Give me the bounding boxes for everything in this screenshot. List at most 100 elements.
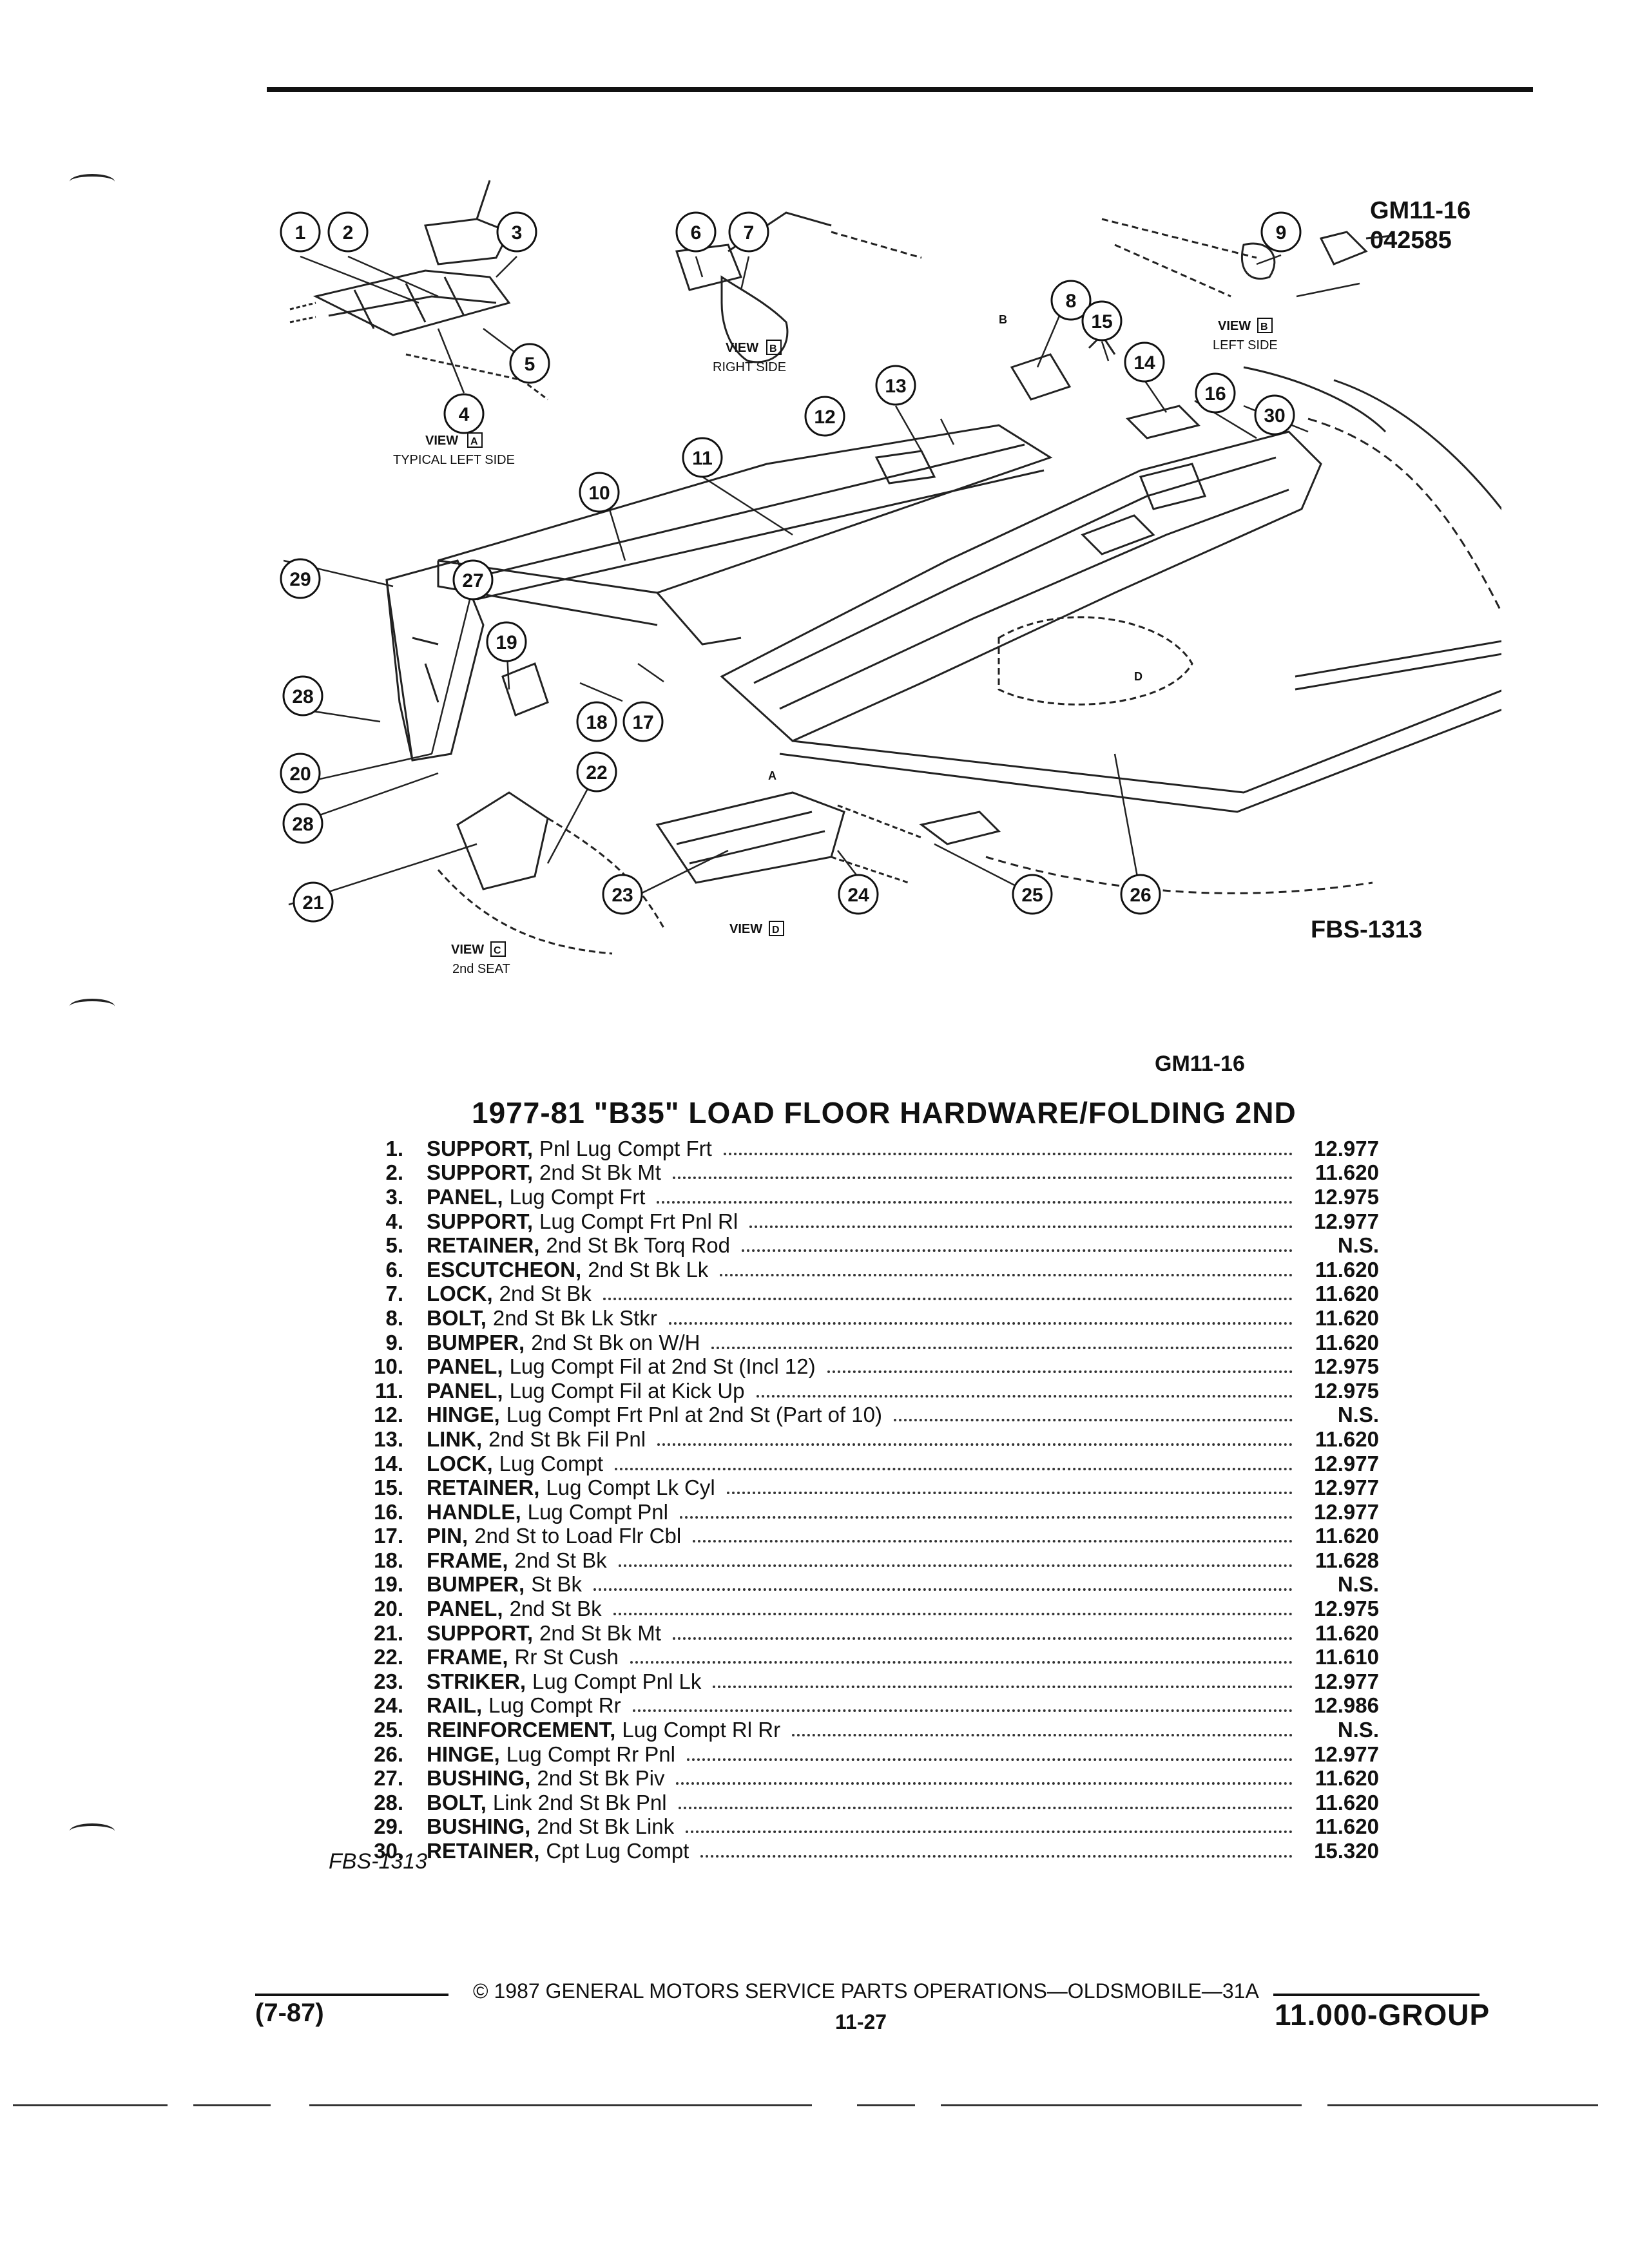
item-description: 2nd St Bk on W/H	[531, 1330, 700, 1354]
footer-date-code: (7-87)	[255, 1999, 324, 2027]
leader-dots	[693, 1540, 1293, 1543]
callout-10: 10	[588, 483, 610, 504]
callout-circles: 1 2 3 4 5 6 7 8 9 10 11 12 13 14 15 16 1…	[280, 211, 1302, 923]
view-b-left-box: B	[1260, 322, 1268, 332]
item-number: 4.	[385, 1209, 403, 1233]
leader-dots	[657, 1200, 1293, 1204]
item-number: 26.	[374, 1742, 403, 1766]
callout-24: 24	[847, 885, 869, 906]
view-b-right-label: VIEW	[726, 341, 758, 355]
item-name: FRAME,	[427, 1645, 508, 1669]
callout-16: 16	[1204, 383, 1226, 405]
item-part-number: 11.628	[1315, 1548, 1379, 1572]
leader-dots	[792, 1734, 1293, 1737]
callout-13: 13	[885, 376, 906, 397]
footer-page: 11-27	[835, 2010, 887, 2033]
view-d-box: D	[772, 925, 780, 936]
item-description: Lug Compt Rr	[488, 1693, 621, 1718]
leader-dots	[613, 1613, 1293, 1616]
callout-22: 22	[586, 762, 607, 783]
view-c-box: C	[494, 945, 501, 956]
item-number: 23.	[374, 1669, 403, 1693]
view-a-box: A	[470, 436, 478, 447]
view-a-caption: TYPICAL LEFT SIDE	[393, 453, 515, 467]
item-description: 2nd St Bk	[514, 1548, 607, 1572]
callout-29: 29	[289, 569, 311, 590]
item-number: 10.	[374, 1354, 403, 1379]
view-b-left-caption: LEFT SIDE	[1213, 338, 1278, 352]
item-description: Cpt Lug Compt	[546, 1839, 689, 1863]
leader-dots	[676, 1782, 1293, 1785]
item-name: HANDLE,	[427, 1499, 521, 1524]
callout-19: 19	[496, 632, 517, 653]
item-name: LINK,	[427, 1427, 483, 1451]
item-description: 2nd St Bk Lk Stkr	[492, 1305, 657, 1330]
margin-mark	[70, 999, 115, 1014]
callout-5: 5	[525, 354, 535, 375]
leader-dots	[756, 1394, 1293, 1398]
item-name: STRIKER,	[427, 1669, 526, 1693]
leader-dots	[749, 1225, 1293, 1228]
item-part-number: N.S.	[1337, 1403, 1379, 1427]
callout-21: 21	[302, 892, 323, 914]
item-number: 13.	[374, 1427, 403, 1451]
leader-dots	[679, 1515, 1293, 1519]
callout-27: 27	[462, 570, 483, 591]
item-description: 2nd St Bk Mt	[539, 1160, 661, 1185]
item-description: 2nd St Bk Mt	[539, 1620, 661, 1645]
item-name: SUPPORT,	[427, 1620, 534, 1645]
callout-26: 26	[1130, 885, 1151, 906]
item-description: Pnl Lug Compt Frt	[539, 1136, 712, 1160]
leader-dots	[723, 1152, 1293, 1155]
callout-23: 23	[612, 885, 633, 906]
callout-4: 4	[459, 404, 470, 425]
item-name: PIN,	[427, 1524, 468, 1548]
leader-dots	[657, 1443, 1293, 1446]
item-name: RAIL,	[427, 1693, 483, 1718]
bottom-dash	[193, 2104, 271, 2106]
leader-dots	[672, 1177, 1293, 1180]
item-part-number: 11.620	[1315, 1257, 1379, 1282]
item-description: Lug Compt	[499, 1451, 604, 1475]
callout-12: 12	[814, 407, 835, 428]
item-description: Lug Compt Rr Pnl	[506, 1742, 675, 1766]
item-number: 9.	[385, 1330, 403, 1354]
item-part-number: 12.977	[1314, 1136, 1379, 1160]
item-name: RETAINER,	[427, 1233, 540, 1258]
item-part-number: 11.620	[1315, 1305, 1379, 1330]
item-name: SUPPORT,	[427, 1209, 534, 1233]
item-description: Lug Compt Rl Rr	[622, 1718, 781, 1742]
item-number: 12.	[374, 1403, 403, 1427]
letter-d: D	[1134, 670, 1142, 683]
callout-28b: 28	[292, 814, 313, 835]
callout-8: 8	[1066, 291, 1077, 312]
item-number: 5.	[385, 1233, 403, 1258]
item-description: 2nd St Bk Piv	[537, 1766, 665, 1791]
item-number: 11.	[374, 1378, 403, 1403]
item-number: 22.	[374, 1645, 403, 1669]
item-name: HINGE,	[427, 1742, 500, 1766]
leader-dots	[700, 1855, 1293, 1858]
parts-list-title: 1977-81 "B35" LOAD FLOOR HARDWARE/FOLDIN…	[472, 1096, 1296, 1129]
item-part-number: N.S.	[1337, 1572, 1379, 1597]
item-number: 15.	[374, 1475, 403, 1500]
item-part-number: 12.975	[1314, 1184, 1379, 1209]
callout-25: 25	[1021, 885, 1043, 906]
item-number: 28.	[374, 1790, 403, 1814]
callout-2: 2	[343, 222, 354, 244]
item-part-number: 11.620	[1315, 1620, 1379, 1645]
view-c-caption: 2nd SEAT	[452, 962, 510, 976]
